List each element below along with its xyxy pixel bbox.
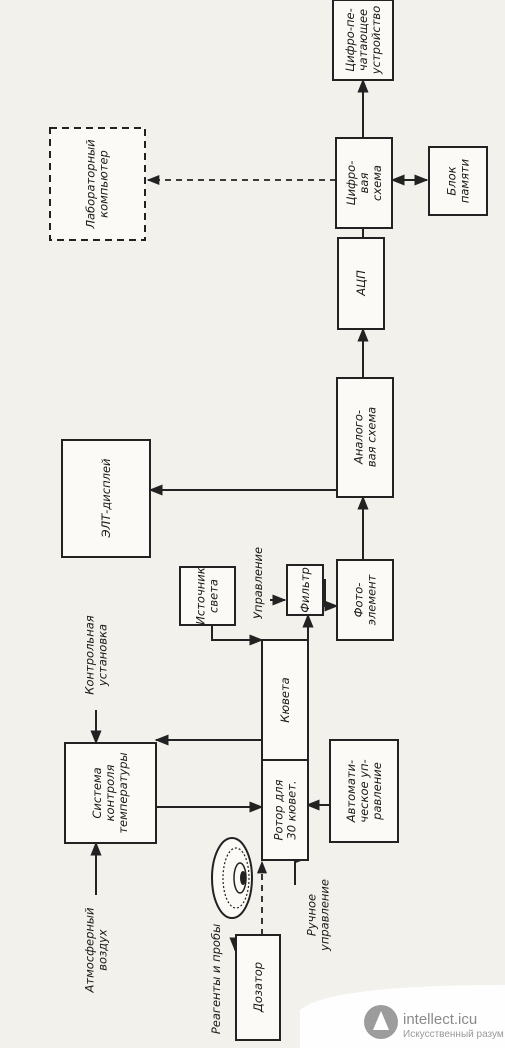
control-label-line: Управление — [251, 547, 265, 619]
auto-control-label-line: равление — [370, 762, 384, 821]
analog-circuit-label: Аналого-вая схема — [352, 407, 379, 467]
temperature-control-label-line: Система — [90, 767, 104, 818]
memory-label-line: памяти — [458, 158, 472, 203]
auto-control-label-line: Автомати- — [344, 760, 358, 823]
manual-control-label: Ручноеуправление — [305, 879, 332, 952]
digital-circuit-label: Цифро-ваясхема — [344, 161, 384, 206]
printer-box — [332, 0, 394, 81]
temperature-control-label-line: контроля — [103, 765, 117, 822]
adc-box — [337, 237, 385, 330]
reagents-label-line: Реагенты и пробы — [209, 924, 223, 1034]
digital-circuit-label-line: Цифро- — [344, 161, 358, 206]
printer-label: Цифро-пе-чатающееустройство — [343, 6, 383, 75]
filter-box — [286, 564, 324, 616]
photocell-label-line: элемент — [365, 574, 379, 625]
watermark-tagline: Искусственный разум — [403, 1029, 504, 1040]
watermark: intellect.icu Искусственный разум — [300, 985, 505, 1048]
rotor-label: Ротор для30 кювет. — [272, 779, 299, 840]
temperature-control-label: Системаконтролятемпературы — [90, 752, 130, 833]
analog-circuit-label-line: вая схема — [365, 407, 379, 467]
filter-label-line: Фильтр — [298, 567, 312, 613]
doser-label-line: Дозатор — [251, 962, 265, 1013]
diagram-labels: ЛабораторныйкомпьютерЦифро-пе-чатающееус… — [83, 6, 472, 1034]
rotor-cuvette-box — [261, 639, 309, 861]
digital-circuit-label-line: схема — [370, 165, 384, 201]
analog-circuit-label-line: Аналого- — [352, 410, 366, 465]
temperature-control-box — [64, 742, 157, 844]
rotor-label-line: Ротор для — [272, 779, 286, 840]
doser-label: Дозатор — [251, 962, 265, 1013]
filter-label: Фильтр — [298, 567, 312, 613]
lab-computer-box — [49, 127, 146, 241]
atmospheric-air-label-line: воздух — [96, 929, 110, 971]
reagents-label: Реагенты и пробы — [209, 924, 223, 1034]
crt-display-label: ЭЛТ-дисплей — [99, 458, 113, 539]
lab-computer-label-line: компьютер — [97, 150, 111, 218]
light-source-label: Источниксвета — [194, 567, 221, 624]
printer-label-line: чатающее — [356, 9, 370, 71]
memory-box — [428, 146, 488, 216]
crt-display-label-line: ЭЛТ-дисплей — [99, 458, 113, 539]
analog-circuit-box — [336, 377, 394, 498]
light-source-label-line: света — [207, 579, 221, 613]
control-setting-label: Контрольнаяустановка — [83, 615, 110, 694]
cuvette-label: Кювета — [278, 677, 292, 722]
rotor-label-line: 30 кювет. — [285, 780, 299, 839]
control-label: Управление — [251, 547, 265, 619]
printer-label-line: устройство — [369, 6, 383, 75]
watermark-site: intellect.icu — [403, 1011, 477, 1028]
temperature-control-label-line: температуры — [116, 752, 130, 833]
light-source-label-line: Источник — [194, 567, 208, 624]
lab-computer-label-line: Лабораторный — [84, 139, 98, 230]
photocell-label-line: Фото- — [352, 583, 366, 618]
arrow-manual-to-rotor — [294, 852, 309, 885]
manual-control-label-line: Ручное — [305, 894, 319, 936]
light-source-box — [179, 566, 236, 626]
doser-box — [235, 934, 281, 1041]
photocell-label: Фото-элемент — [352, 574, 379, 625]
adc-label: АЦП — [354, 270, 368, 297]
digital-circuit-box — [335, 137, 393, 229]
photocell-box — [336, 559, 394, 641]
atmospheric-air-label: Атмосферныйвоздух — [83, 907, 110, 993]
adc-label-line: АЦП — [354, 270, 368, 297]
atmospheric-air-label-line: Атмосферный — [83, 907, 97, 993]
rotor-disc-icon — [211, 837, 253, 919]
control-setting-label-line: Контрольная — [83, 615, 97, 694]
memory-label: Блокпамяти — [445, 158, 472, 203]
digital-circuit-label-line: вая — [357, 173, 371, 194]
auto-control-label-line: ческое уп- — [357, 759, 371, 822]
printer-label-line: Цифро-пе- — [343, 8, 357, 71]
auto-control-label: Автомати-ческое уп-равление — [344, 759, 384, 823]
cuvette-label-line: Кювета — [278, 677, 292, 722]
crt-display-box — [61, 439, 151, 558]
arrow-light-to-cuvette — [211, 625, 264, 646]
lab-computer-label: Лабораторныйкомпьютер — [84, 139, 111, 230]
memory-label-line: Блок — [445, 166, 459, 195]
manual-control-label-line: управление — [318, 879, 332, 952]
auto-control-box — [329, 739, 399, 843]
control-setting-label-line: установка — [96, 624, 110, 687]
